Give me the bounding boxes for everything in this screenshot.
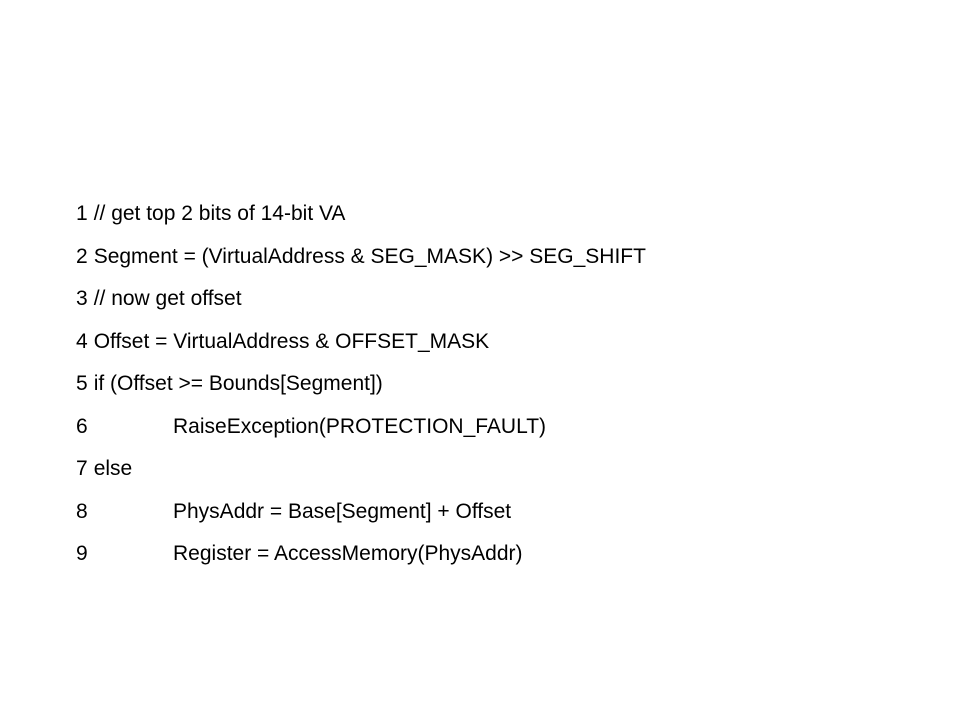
code-text: Segment = (VirtualAddress & SEG_MASK) >>…: [93, 244, 646, 268]
line-number: 4: [76, 329, 88, 353]
line-number: 3: [76, 287, 88, 310]
line-number: 5: [76, 372, 88, 395]
line-number: 6: [76, 414, 88, 438]
code-line-3: 3 // now get offset: [76, 278, 936, 321]
code-text: Offset = VirtualAddress & OFFSET_MASK: [93, 329, 490, 353]
code-text: RaiseException(PROTECTION_FAULT): [173, 414, 547, 438]
line-number: 9: [76, 542, 88, 565]
code-text: PhysAddr = Base[Segment] + Offset: [173, 499, 512, 523]
code-text: Register = AccessMemory(PhysAddr): [173, 542, 523, 565]
code-line-7: 7 else: [76, 448, 936, 491]
code-line-8: 8 PhysAddr = Base[Segment] + Offset: [76, 491, 936, 534]
code-text: else: [93, 457, 133, 480]
code-line-1: 1 // get top 2 bits of 14-bit VA: [76, 193, 936, 236]
line-number: 7: [76, 457, 88, 480]
code-line-6: 6 RaiseException(PROTECTION_FAULT): [76, 406, 936, 449]
line-number: 1: [76, 202, 88, 225]
line-number: 2: [76, 244, 88, 268]
code-line-9: 9 Register = AccessMemory(PhysAddr): [76, 533, 936, 576]
code-block: 1 // get top 2 bits of 14-bit VA 2 Segme…: [76, 193, 936, 576]
code-line-5: 5 if (Offset >= Bounds[Segment]): [76, 363, 936, 406]
code-text: // now get offset: [93, 287, 242, 310]
code-text: if (Offset >= Bounds[Segment]): [93, 372, 383, 395]
line-number: 8: [76, 499, 88, 523]
code-text: // get top 2 bits of 14-bit VA: [93, 202, 346, 225]
code-line-2: 2 Segment = (VirtualAddress & SEG_MASK) …: [76, 236, 936, 279]
code-line-4: 4 Offset = VirtualAddress & OFFSET_MASK: [76, 321, 936, 364]
